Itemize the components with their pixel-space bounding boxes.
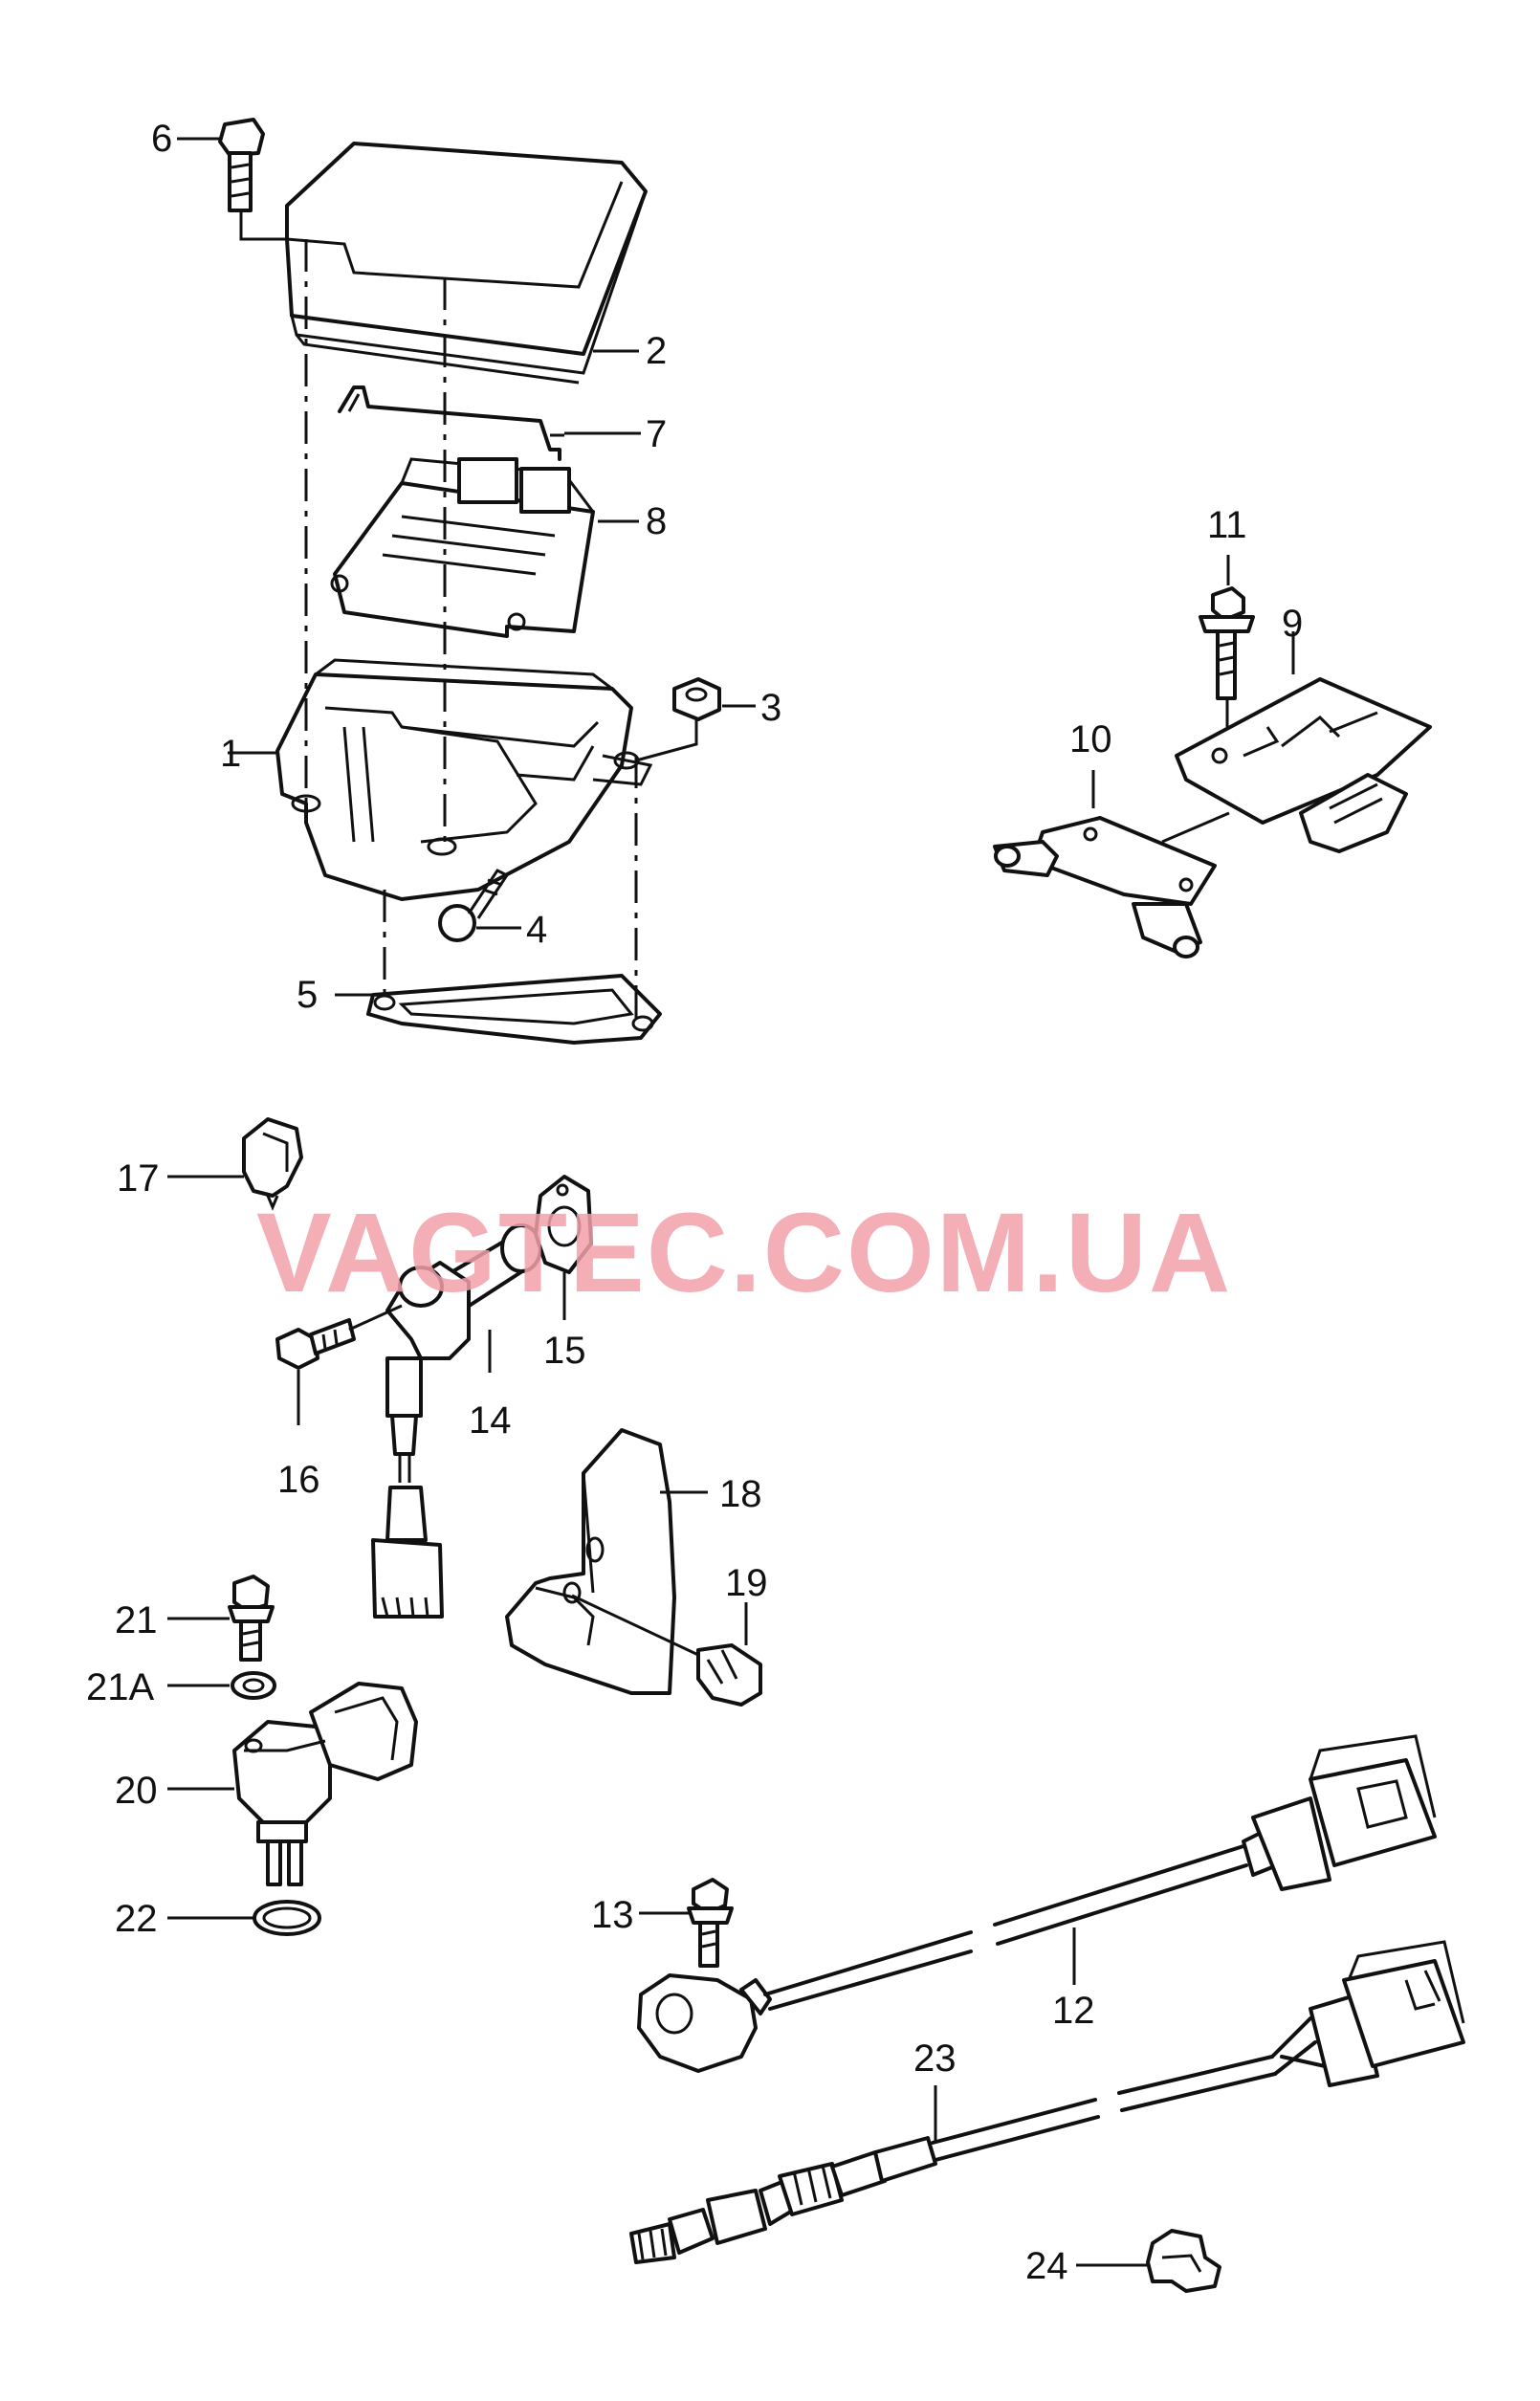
callout-5: 5 [297, 974, 318, 1016]
callout-4: 4 [526, 909, 547, 951]
callout-11: 11 [1207, 504, 1247, 546]
part-9-bracket [1175, 677, 1432, 853]
part-1-housing [275, 658, 653, 901]
part-20-sensor [232, 1682, 418, 1886]
part-6-bolt [218, 118, 265, 212]
part-19-bolt [571, 1594, 762, 1707]
part-15-gasket [534, 1175, 593, 1274]
callout-3: 3 [760, 687, 781, 729]
part-16-bolt [275, 1304, 403, 1370]
part-21-bolt [228, 1575, 275, 1662]
callout-6: 6 [151, 118, 172, 160]
part-7-bracket [338, 385, 564, 461]
callout-8: 8 [646, 500, 667, 542]
leader-3b [635, 719, 698, 762]
callout-20: 20 [115, 1770, 158, 1812]
callout-21: 21 [115, 1599, 158, 1641]
callout-14: 14 [469, 1399, 512, 1442]
part-5-gasket [366, 974, 662, 1045]
callout-7: 7 [646, 413, 667, 455]
part-8-control-unit [330, 457, 595, 638]
leader-6b [239, 210, 306, 241]
part-21a-washer [231, 1671, 276, 1700]
callout-19: 19 [725, 1562, 768, 1604]
callout-24: 24 [1025, 2245, 1068, 2287]
callout-22: 22 [115, 1898, 158, 1940]
callout-13: 13 [591, 1894, 634, 1936]
part-17-clip [242, 1117, 303, 1211]
part-11-bolt [1199, 586, 1255, 700]
callout-23: 23 [913, 2038, 957, 2080]
part-14-sensor [371, 1223, 542, 1619]
part-23-lambda-probe [629, 1940, 1465, 2264]
part-2-cover [285, 142, 648, 385]
part-18-bracket [505, 1428, 676, 1695]
part-24-clip [1146, 2229, 1221, 2293]
callout-17: 17 [117, 1157, 160, 1200]
part-3-nut [672, 677, 721, 721]
callout-15: 15 [543, 1330, 586, 1372]
part-13-bolt [687, 1878, 734, 1968]
part-10-sensor [993, 816, 1217, 958]
part-4-stud [438, 869, 510, 942]
callout-1: 1 [220, 733, 241, 775]
callout-12: 12 [1052, 1990, 1095, 2032]
callout-2: 2 [646, 330, 667, 372]
callout-16: 16 [277, 1459, 320, 1501]
watermark: VAGTEC.COM.UA [256, 1190, 1232, 1316]
callout-9: 9 [1282, 603, 1303, 645]
leader-10b [1161, 811, 1230, 844]
callout-21a: 21A [86, 1666, 154, 1708]
part-12-knock-sensor [637, 1734, 1437, 2073]
callout-10: 10 [1069, 718, 1112, 760]
callout-18: 18 [719, 1473, 762, 1515]
